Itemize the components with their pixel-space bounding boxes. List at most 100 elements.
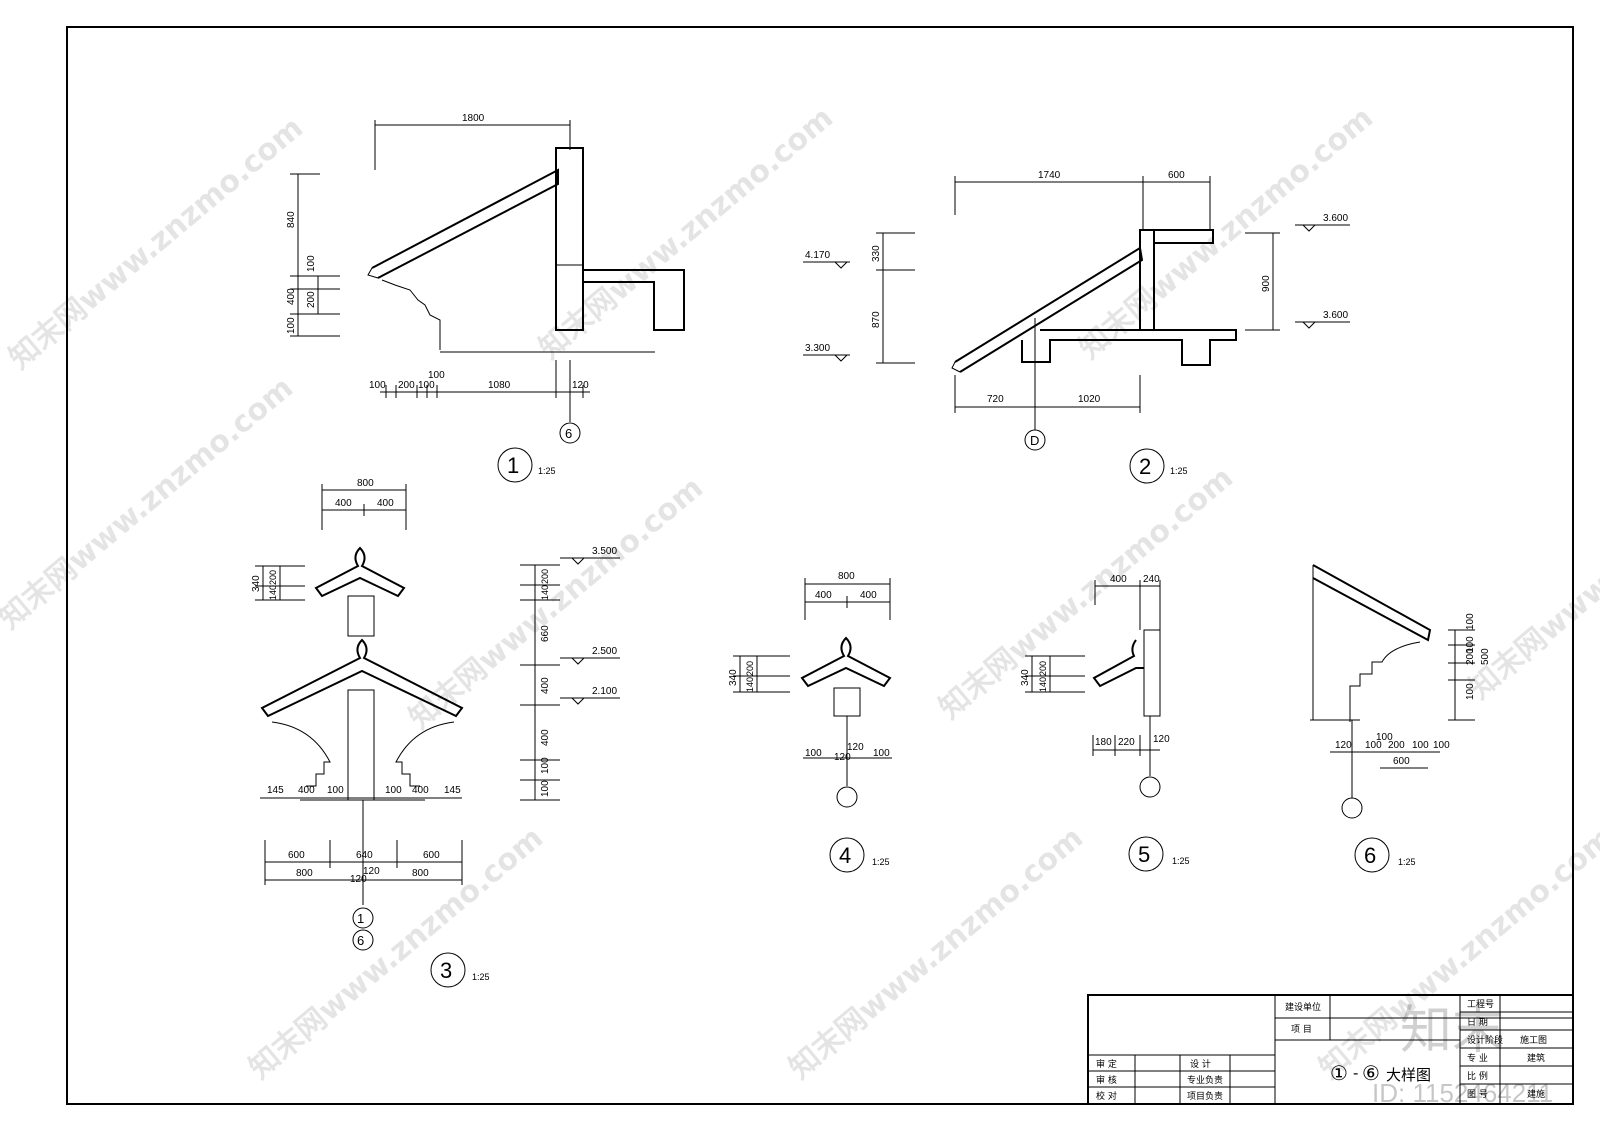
d4-dim-bottom: 100 — [873, 748, 890, 759]
d3-axis-label: 6 — [357, 933, 364, 948]
detail-1: 1800 840 100 200 400 100 100 200 100 100… — [286, 113, 685, 483]
tb-client-label: 建设单位 — [1285, 1001, 1321, 1013]
tb-project-label: 项 目 — [1291, 1024, 1312, 1035]
d3-dim-left: 340 — [251, 575, 262, 592]
d3-dim-top: 400 — [335, 498, 352, 509]
d4-dim-left: 140 — [745, 677, 755, 692]
d3-dim-right: 200 — [540, 569, 550, 584]
d2-dim-left: 870 — [871, 311, 882, 328]
d4-dim-bottom: 120 — [847, 742, 864, 753]
d3-dim-right: 140 — [540, 585, 550, 600]
detail-3: 800 400 400 340 140 200 140 200 660 400 … — [251, 478, 620, 988]
d3-detail-number: 3 — [440, 958, 452, 983]
logo-watermark: 知末 — [1400, 1002, 1504, 1060]
d2-dim-right: 900 — [1261, 275, 1272, 292]
d6-detail-number: 6 — [1364, 843, 1376, 868]
d2-scale: 1:25 — [1170, 466, 1188, 476]
d3-dim-row3: 120 — [350, 874, 367, 885]
d4-dim-bottom: 100 — [805, 748, 822, 759]
d3-dim-row2: 600 — [423, 850, 440, 861]
watermark-text: 知末网www.znzmo.com — [0, 370, 300, 636]
watermark-text: 知末网www.znzmo.com — [933, 460, 1240, 726]
tb-title-b: ⑥ — [1362, 1063, 1380, 1085]
d1-gutter — [583, 269, 685, 331]
tb-discipline-value: 建筑 — [1527, 1052, 1545, 1064]
tb-title-text: 大样图 — [1386, 1067, 1431, 1084]
d4-detail-tag — [829, 837, 865, 873]
d6-bracket — [1349, 641, 1421, 722]
d2-axis-bubble — [1024, 429, 1046, 451]
d2-level-left: 4.170 — [805, 250, 830, 261]
d2-parapet — [1140, 229, 1214, 244]
d2-detail-number: 2 — [1139, 454, 1151, 479]
d2-axis-label: D — [1030, 433, 1039, 448]
d3-dim-row3: 120 — [363, 866, 380, 877]
tb-date-label: 日 期 — [1467, 1017, 1488, 1028]
d2-roof-eave — [951, 361, 961, 373]
d3-level: 2.100 — [592, 686, 617, 697]
d6-dim-right: 100 — [1465, 613, 1476, 630]
d3-dim-left: 140 — [268, 585, 278, 600]
sheet-border — [66, 26, 1574, 1105]
d2-beam — [1021, 329, 1237, 366]
d3-dim-top: 400 — [377, 498, 394, 509]
d6-roof-slab — [1312, 564, 1432, 642]
d5-dim-left: 140 — [1038, 677, 1048, 692]
d4-dim-bottom: 120 — [834, 752, 851, 763]
d6-dim-right: 100 — [1465, 683, 1476, 700]
d4-dim-top: 400 — [815, 590, 832, 601]
tb-job-no-label: 工程号 — [1467, 999, 1494, 1010]
d3-dim-row3: 800 — [296, 868, 313, 879]
watermark-text: 知末网www.znzmo.com — [533, 100, 840, 366]
d4-column — [833, 687, 861, 717]
d4-dim-left: 340 — [728, 669, 739, 686]
d4-detail-number: 4 — [839, 843, 851, 868]
d5-dim-bottom: 180 — [1095, 737, 1112, 748]
d1-roof-slab — [371, 168, 559, 279]
d3-dim-row2: 600 — [288, 850, 305, 861]
d1-dim-bottom: 100 — [418, 380, 435, 391]
tb-stage-value: 施工图 — [1520, 1034, 1547, 1046]
d5-scale: 1:25 — [1172, 856, 1190, 866]
tb-proof: 校 对 — [1096, 1090, 1117, 1102]
watermark-text: 知末网www.znzmo.com — [3, 110, 310, 376]
d5-dim-top: 240 — [1143, 574, 1160, 585]
d2-level-right: 3.600 — [1323, 310, 1348, 321]
d6-dim-bottom: 100 — [1365, 740, 1382, 751]
d6-dim-right: 100 — [1465, 636, 1476, 653]
d3-dim-row1: 145 — [444, 785, 461, 796]
d1-roof-eave — [367, 267, 379, 279]
d6-dim-bottom: 100 — [1376, 732, 1393, 743]
d5-detail-number: 5 — [1138, 842, 1150, 867]
tb-check: 审 核 — [1096, 1074, 1117, 1086]
watermark-text: 知末网www.znzmo.com — [403, 470, 710, 736]
d2-dim-left: 330 — [871, 245, 882, 262]
d3-dim-left: 200 — [268, 570, 278, 585]
d2-dim-top: 600 — [1168, 170, 1185, 181]
d3-dim-row3: 800 — [412, 868, 429, 879]
d1-detail-tag — [497, 447, 533, 483]
d3-level: 2.500 — [592, 646, 617, 657]
d6-detail-tag — [1354, 837, 1390, 873]
d3-dim-right: 400 — [540, 729, 551, 746]
d6-axis-bubble — [1341, 797, 1363, 819]
tb-sheet-label: 图 号 — [1467, 1089, 1488, 1100]
d1-dim-bottom: 120 — [572, 380, 589, 391]
watermark-text: 知末网www.znzmo.com — [1073, 100, 1380, 366]
d3-upper-ridge — [314, 546, 406, 598]
d4-dim-top: 400 — [860, 590, 877, 601]
tb-stage-label: 设计阶段 — [1467, 1034, 1503, 1046]
d5-ridge — [1092, 639, 1144, 688]
d1-dim-left: 100 — [286, 317, 297, 334]
d5-dim-bottom: 220 — [1118, 737, 1135, 748]
d4-ridge — [800, 636, 892, 688]
d3-dim-right: 660 — [540, 625, 551, 642]
d6-dim-bottom-total: 600 — [1393, 756, 1410, 767]
d1-dim-bottom: 100 — [369, 380, 386, 391]
d6-dim-right: 200 — [1465, 648, 1476, 665]
tb-ratio-label: 比 例 — [1467, 1070, 1488, 1082]
watermarks: 知末网www.znzmo.com 知末网www.znzmo.com 知末网www… — [0, 100, 1600, 1086]
d3-dim-top: 800 — [357, 478, 374, 489]
